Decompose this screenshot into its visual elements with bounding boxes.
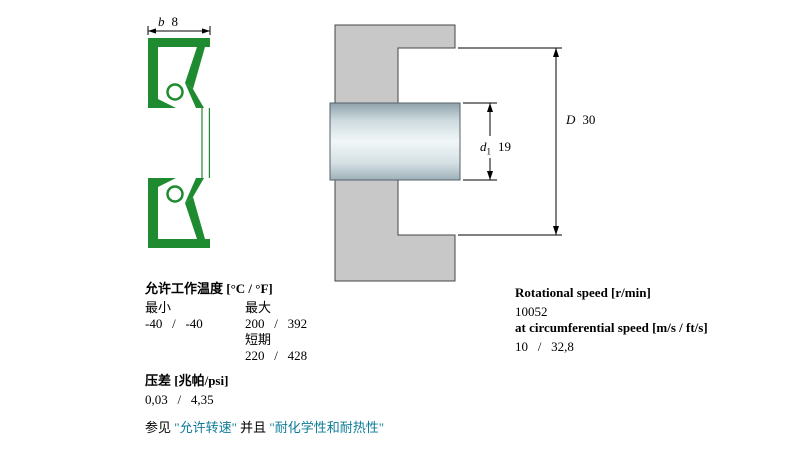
- seal-section-top: [148, 38, 210, 108]
- note-prefix: 参见: [145, 420, 175, 435]
- arrowhead-up: [553, 48, 559, 57]
- temp-short-term-value: 220 / 428: [245, 348, 308, 363]
- arrowhead-up: [487, 103, 493, 112]
- shaft-diameter-label: d1 19: [480, 139, 511, 157]
- temperature-value-row: -40 / -40 200 / 392: [145, 316, 485, 332]
- temp-min-label: 最小: [145, 300, 172, 315]
- seal-dust-lip: [148, 99, 176, 108]
- dim-value-b: 8: [171, 14, 179, 29]
- rotational-speed-heading: Rotational speed [r/min]: [515, 285, 651, 300]
- temp-short-term-label: 短期: [245, 332, 272, 347]
- shaft-diameter-dimension: [463, 102, 497, 181]
- temperature-short-term-label-row: 短期: [145, 332, 485, 348]
- pressure-heading: 压差 [兆帕/psi]: [145, 373, 229, 388]
- dim-value-D: 30: [582, 112, 596, 127]
- temp-min-value: -40 / -40: [145, 316, 203, 331]
- dim-value-d1: 19: [498, 139, 511, 154]
- arrowhead-down: [553, 226, 559, 235]
- dim-subscript-1: 1: [486, 146, 492, 157]
- circumferential-speed-heading: at circumferential speed [m/s / ft/s]: [515, 320, 708, 335]
- dim-letter-D: D: [566, 112, 576, 127]
- seal-section-bottom: [146, 176, 212, 250]
- temperature-short-term-value-row: 220 / 428: [145, 348, 485, 364]
- permissible-speed-link[interactable]: "允许转速": [174, 420, 237, 435]
- temp-max-value: 200 / 392: [245, 316, 308, 331]
- outer-diameter-label: D 30: [566, 112, 595, 128]
- garter-spring: [166, 83, 184, 101]
- seal-case: [148, 38, 210, 99]
- width-dimension: [147, 26, 211, 35]
- temp-max-label: 最大: [245, 300, 272, 315]
- chemical-heat-resistance-link[interactable]: "耐化学性和耐热性": [269, 420, 385, 435]
- dim-letter-b: b: [158, 14, 165, 29]
- housing-lower: [334, 179, 456, 282]
- reference-note: 参见 "允许转速" 并且 "耐化学性和耐热性": [145, 420, 485, 436]
- specs-left-block: 允许工作温度 [°C / °F] 最小 最大 -40 / -40 200 / 3…: [145, 281, 485, 436]
- seal-sealing-lip: [185, 83, 204, 108]
- rotational-speed-value: 10052: [515, 304, 548, 319]
- circumferential-speed-value: 10 / 32,8: [515, 339, 574, 354]
- shaft: [329, 102, 461, 181]
- note-middle: 并且: [236, 420, 270, 435]
- arrowhead-down: [487, 171, 493, 180]
- housing-upper: [334, 24, 456, 104]
- temperature-label-row: 最小 最大: [145, 300, 485, 316]
- arrowhead-right: [202, 28, 210, 34]
- specs-right-block: Rotational speed [r/min] 10052 at circum…: [515, 285, 775, 355]
- seal-cross-section-drawing: [146, 38, 212, 250]
- outer-diameter-dimension: [458, 47, 562, 236]
- dim-letter-d: d: [480, 139, 487, 154]
- temperature-heading: 允许工作温度 [°C / °F]: [145, 281, 273, 296]
- arrowhead-left: [148, 28, 156, 34]
- seal-inner-face: [185, 47, 205, 89]
- pressure-value: 0,03 / 4,35: [145, 392, 214, 407]
